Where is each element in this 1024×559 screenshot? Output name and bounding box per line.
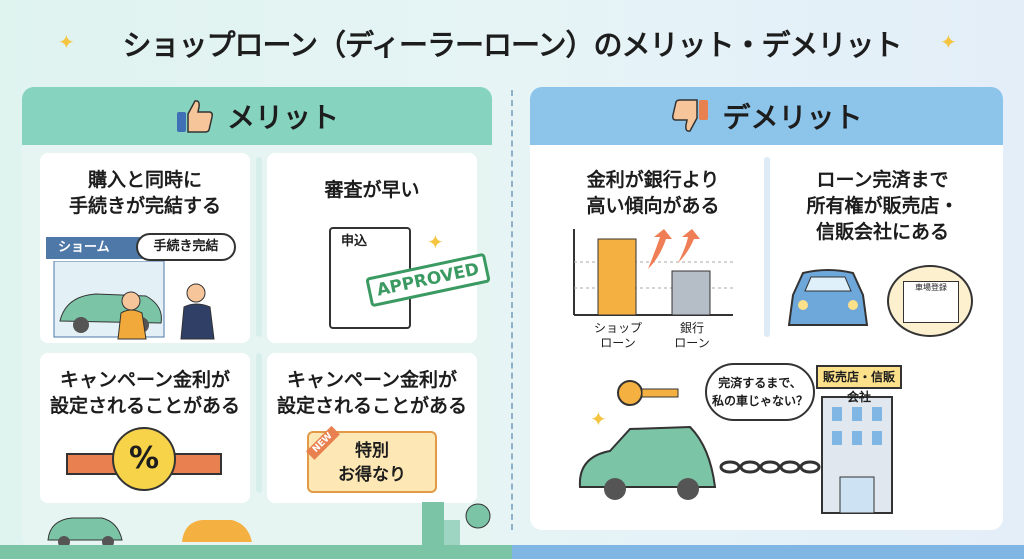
merit-header: メリット [22, 87, 492, 145]
axis-label: ローン [674, 336, 710, 350]
divider [511, 90, 513, 530]
thumbs-down-icon [672, 99, 709, 132]
ground-strip [0, 545, 512, 559]
merit-card-campaign-rate-2: キャンペーン金利が設定されることがある 特別お得なり NEW [267, 353, 477, 503]
sparkle-icon: ✦ [58, 30, 75, 54]
ground-strip [512, 545, 1024, 559]
key-icon [617, 380, 679, 406]
street-illustration [47, 502, 491, 547]
axis-label: 銀行 [679, 321, 704, 335]
showroom-illustration [53, 261, 215, 340]
card-title: ローン完済まで [816, 169, 949, 191]
shop-loan-bar [597, 238, 637, 316]
sparkle-icon: ✦ [590, 407, 607, 431]
car-chained-illustration [578, 380, 893, 514]
card-title: キャンペーン金利が [286, 369, 458, 391]
merit-panel: メリット 購入と同時に手続きが完結する ショーム 手続き完結 審査が早い 申込 … [22, 87, 492, 547]
card-title: キャンペーン金利が [59, 369, 231, 391]
demerit-panel: デメリット 金利が銀行より高い傾向がある ショップローン 銀行ローン ローン完済… [530, 87, 1003, 530]
card-title: 所有権が販売店・ [806, 195, 959, 217]
demerit-card-interest-rate: 金利が銀行より高い傾向がある ショップローン 銀行ローン [548, 153, 758, 353]
thought-bubble: 完済するまで、私の車じゃない？ [705, 363, 815, 421]
divider [256, 157, 262, 337]
rate-comparison-chart [573, 229, 733, 316]
sparkle-icon: ✦ [940, 30, 957, 54]
card-title: 金利が銀行より [586, 169, 720, 191]
document-title: 申込 [341, 234, 368, 249]
registration-bubble: 車場登録 [887, 265, 973, 337]
building-sign: 販売店・信販会社 [816, 365, 902, 404]
merit-card-procedure: 購入と同時に手続きが完結する ショーム 手続き完結 [40, 153, 250, 343]
special-ticket: 特別お得なり NEW [305, 426, 437, 493]
demerit-header: デメリット [530, 87, 1003, 145]
axis-label: ローン [600, 336, 636, 350]
card-title: 高い傾向がある [586, 195, 720, 217]
ticket-text: お得なり [338, 465, 406, 485]
card-title: 審査が早い [324, 179, 420, 201]
ticket-text: 特別 [355, 441, 389, 461]
demerit-header-label: デメリット [722, 101, 863, 134]
bank-loan-bar [671, 270, 711, 316]
merit-header-label: メリット [226, 101, 339, 134]
divider [256, 353, 262, 493]
card-title: 手続きが完結する [68, 195, 221, 217]
registration-document: 車場登録 [903, 281, 959, 323]
bubble-text: 私の車じゃない？ [711, 394, 808, 408]
card-title: 購入と同時に [87, 169, 202, 191]
divider [764, 157, 770, 337]
sparkle-icon: ✦ [427, 230, 444, 254]
percent-badge: % [112, 427, 176, 491]
card-title: 設定されることがある [276, 395, 467, 417]
merit-card-campaign-rate: キャンペーン金利が設定されることがある % [40, 353, 250, 503]
speech-bubble: 手続き完結 [136, 233, 236, 261]
thumbs-up-icon [176, 100, 213, 133]
card-title: 設定されることがある [49, 395, 240, 417]
merit-card-fast-review: 審査が早い 申込 APPROVED ✦ [267, 153, 491, 343]
car-front-illustration [787, 269, 869, 326]
axis-label: ショップ [593, 321, 642, 335]
page-title: ショップローン（ディーラーローン）のメリット・デメリット [122, 28, 902, 62]
demerit-card-ownership: ローン完済まで所有権が販売店・信販会社にある 車場登録 [775, 153, 990, 353]
showroom-sign: ショーム [46, 237, 156, 259]
car [578, 425, 717, 488]
bubble-text: 完済するまで、 [718, 376, 802, 390]
card-title: 信販会社にある [815, 221, 949, 243]
